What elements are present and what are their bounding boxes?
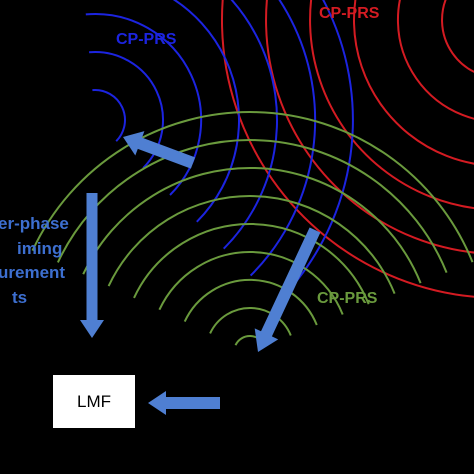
arrow-green-source-to-bottom	[254, 227, 321, 352]
timing-measurement-text: er-phase iming urement ts	[0, 212, 69, 310]
arrow-blue-source-to-upper-left	[123, 131, 196, 169]
timing-text-line-4: ts	[12, 287, 28, 307]
green-waves	[31, 111, 474, 347]
green-wave-arc	[31, 111, 474, 263]
arrow-to-lmf	[148, 391, 220, 415]
red-waves	[220, 0, 474, 298]
timing-text-line-3: urement	[0, 263, 66, 282]
blue-wave-arc	[222, 0, 279, 250]
blue-wave-arc	[249, 0, 317, 277]
green-wave-arc	[133, 223, 370, 305]
blue-wave-arc	[92, 89, 126, 142]
green-wave-arc	[209, 306, 292, 336]
green-wave-arc	[56, 139, 448, 273]
red-wave-arc	[396, 0, 474, 120]
cp-prs-blue-label: CP-PRS	[116, 31, 177, 48]
blue-wave-arc	[172, 0, 240, 223]
blue-wave-arc	[276, 0, 354, 304]
red-wave-arc	[441, 0, 474, 73]
lmf-box[interactable]: LMF	[53, 375, 135, 428]
green-wave-arc	[158, 251, 344, 315]
red-wave-arc	[220, 0, 474, 298]
red-wave-arc	[352, 0, 474, 165]
arrows	[80, 131, 321, 415]
arrow-down-left-column	[80, 193, 104, 338]
green-wave-arc	[107, 195, 396, 294]
green-wave-arc	[183, 278, 318, 326]
timing-text-line-1: er-phase	[0, 214, 69, 233]
red-wave-arc	[265, 0, 474, 254]
lmf-label: LMF	[77, 391, 111, 411]
green-wave-arc	[82, 167, 422, 284]
cp-prs-green-label: CP-PRS	[317, 290, 378, 307]
red-wave-arc	[309, 0, 474, 210]
cp-prs-red-label: CP-PRS	[319, 5, 380, 22]
timing-text-line-2: iming	[17, 238, 63, 258]
